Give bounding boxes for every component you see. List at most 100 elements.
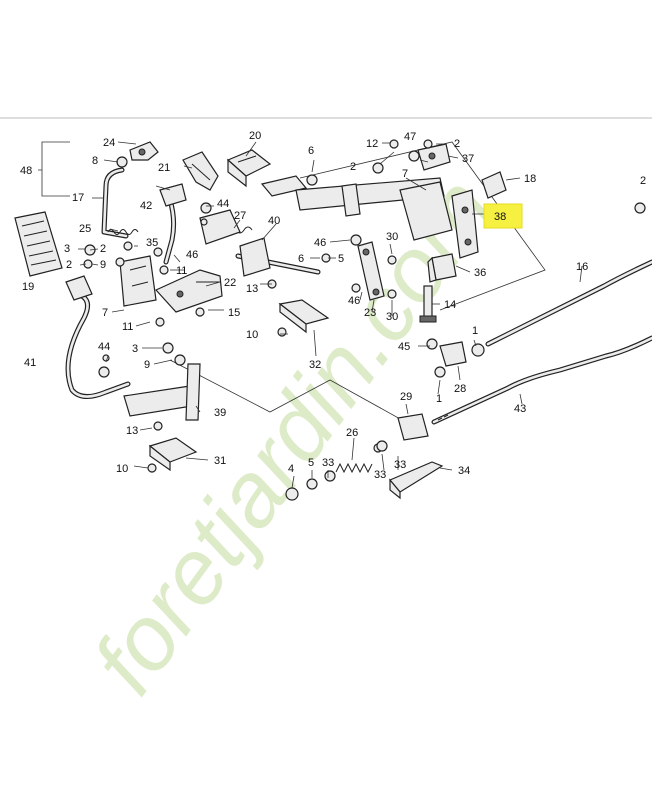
label-5: 5	[308, 457, 314, 469]
part-19-pedal-pad	[14, 211, 63, 277]
label-11a: 11	[176, 265, 187, 277]
main-crossbar	[260, 175, 453, 241]
part-36-block	[427, 253, 457, 283]
label-20: 20	[249, 130, 261, 142]
label-7b: 7	[402, 168, 408, 180]
label-13a: 13	[246, 283, 258, 295]
part-16-long-rod	[485, 259, 652, 347]
label-38: 38	[494, 211, 506, 223]
label-40: 40	[268, 215, 280, 227]
label-31: 31	[214, 455, 226, 467]
label-2a: 2	[100, 243, 106, 255]
label-25: 25	[79, 223, 91, 235]
label-21: 21	[158, 162, 170, 174]
label-45: 45	[398, 341, 410, 353]
assembly-outline-lower	[169, 359, 421, 431]
label-41: 41	[24, 357, 36, 369]
label-6a: 6	[308, 145, 314, 157]
part-46-plate	[155, 269, 223, 313]
label-42: 42	[140, 200, 152, 212]
label-2b: 2	[66, 259, 72, 271]
label-4: 4	[288, 463, 294, 475]
leader-lines	[78, 141, 583, 489]
part-25-spring	[107, 229, 139, 235]
label-37: 37	[462, 153, 474, 165]
label-13b: 13	[126, 425, 138, 437]
label-46b: 46	[314, 237, 326, 249]
label-44b: 44	[98, 341, 110, 353]
label-33a: 33	[322, 457, 334, 469]
part-42-lever	[159, 183, 187, 265]
label-43: 43	[514, 403, 526, 415]
part-23-arm	[357, 241, 385, 301]
part-20-bracket	[226, 149, 272, 188]
label-10b: 10	[116, 463, 128, 475]
label-33c: 33	[394, 459, 406, 471]
label-7: 7	[102, 307, 108, 319]
part-17-rod	[101, 167, 129, 239]
label-2c: 2	[350, 161, 356, 173]
part-41-pedal-arm	[65, 275, 131, 399]
label-15: 15	[228, 307, 240, 319]
watermark-text: foretjardin.com	[74, 160, 514, 712]
label-47: 47	[404, 131, 416, 143]
label-36: 36	[474, 267, 486, 279]
label-46a: 46	[186, 249, 198, 261]
part-26-spring	[335, 462, 373, 474]
label-32: 32	[309, 359, 321, 371]
part-43-long-rod	[431, 335, 652, 425]
label-30b: 30	[386, 311, 398, 323]
label-22: 22	[224, 277, 236, 289]
label-11b: 11	[122, 321, 133, 333]
label-2e: 2	[640, 175, 646, 187]
label-12: 12	[366, 138, 378, 150]
part-35-bracket	[119, 255, 157, 307]
part-18-bracket	[481, 171, 507, 199]
part-40-shaft	[235, 237, 321, 277]
part-27-spring	[199, 209, 253, 245]
label-9a: 9	[100, 259, 106, 271]
part-21-bracket	[182, 151, 219, 191]
highlight-box-38	[483, 203, 523, 229]
part-29-rod-end	[397, 413, 429, 441]
label-29: 29	[400, 391, 412, 403]
label-39: 39	[214, 407, 226, 419]
part-31-bracket	[148, 437, 198, 472]
part-24-bracket	[129, 141, 159, 161]
part-39-bracket	[123, 363, 201, 421]
label-17: 17	[72, 192, 84, 204]
label-34: 34	[458, 465, 470, 477]
label-10a: 10	[246, 329, 258, 341]
label-3b: 3	[132, 343, 138, 355]
label-8: 8	[92, 155, 98, 167]
label-30a: 30	[386, 231, 398, 243]
watermark: foretjardin.com	[74, 160, 514, 712]
label-46c: 46	[348, 295, 360, 307]
label-1b: 1	[436, 393, 442, 405]
label-14: 14	[444, 299, 456, 311]
label-19: 19	[22, 281, 34, 293]
part-14-bolt	[419, 285, 437, 323]
label-6b: 6	[298, 253, 304, 265]
label-27: 27	[234, 210, 246, 222]
label-28: 28	[454, 383, 466, 395]
label-1a: 1	[472, 325, 478, 337]
part-28-rod-end	[439, 341, 467, 367]
part-8-washer	[116, 156, 128, 168]
label-16: 16	[576, 261, 588, 273]
label-23: 23	[364, 307, 376, 319]
part-labels: 24 8 48 17 20 21 42 44 27 25 40 19 3 2 3…	[20, 130, 646, 481]
label-3a: 3	[64, 243, 70, 255]
label-5b: 5	[338, 253, 344, 265]
label-44a: 44	[217, 198, 229, 210]
label-2d: 2	[454, 138, 460, 150]
part-32-bracket	[278, 299, 330, 334]
label-18: 18	[524, 173, 536, 185]
label-35: 35	[146, 237, 158, 249]
label-24: 24	[103, 137, 115, 149]
bracket-48	[38, 141, 70, 197]
label-48: 48	[20, 165, 32, 177]
part-38-bracket	[451, 189, 479, 259]
part-34-bracket	[389, 461, 444, 500]
